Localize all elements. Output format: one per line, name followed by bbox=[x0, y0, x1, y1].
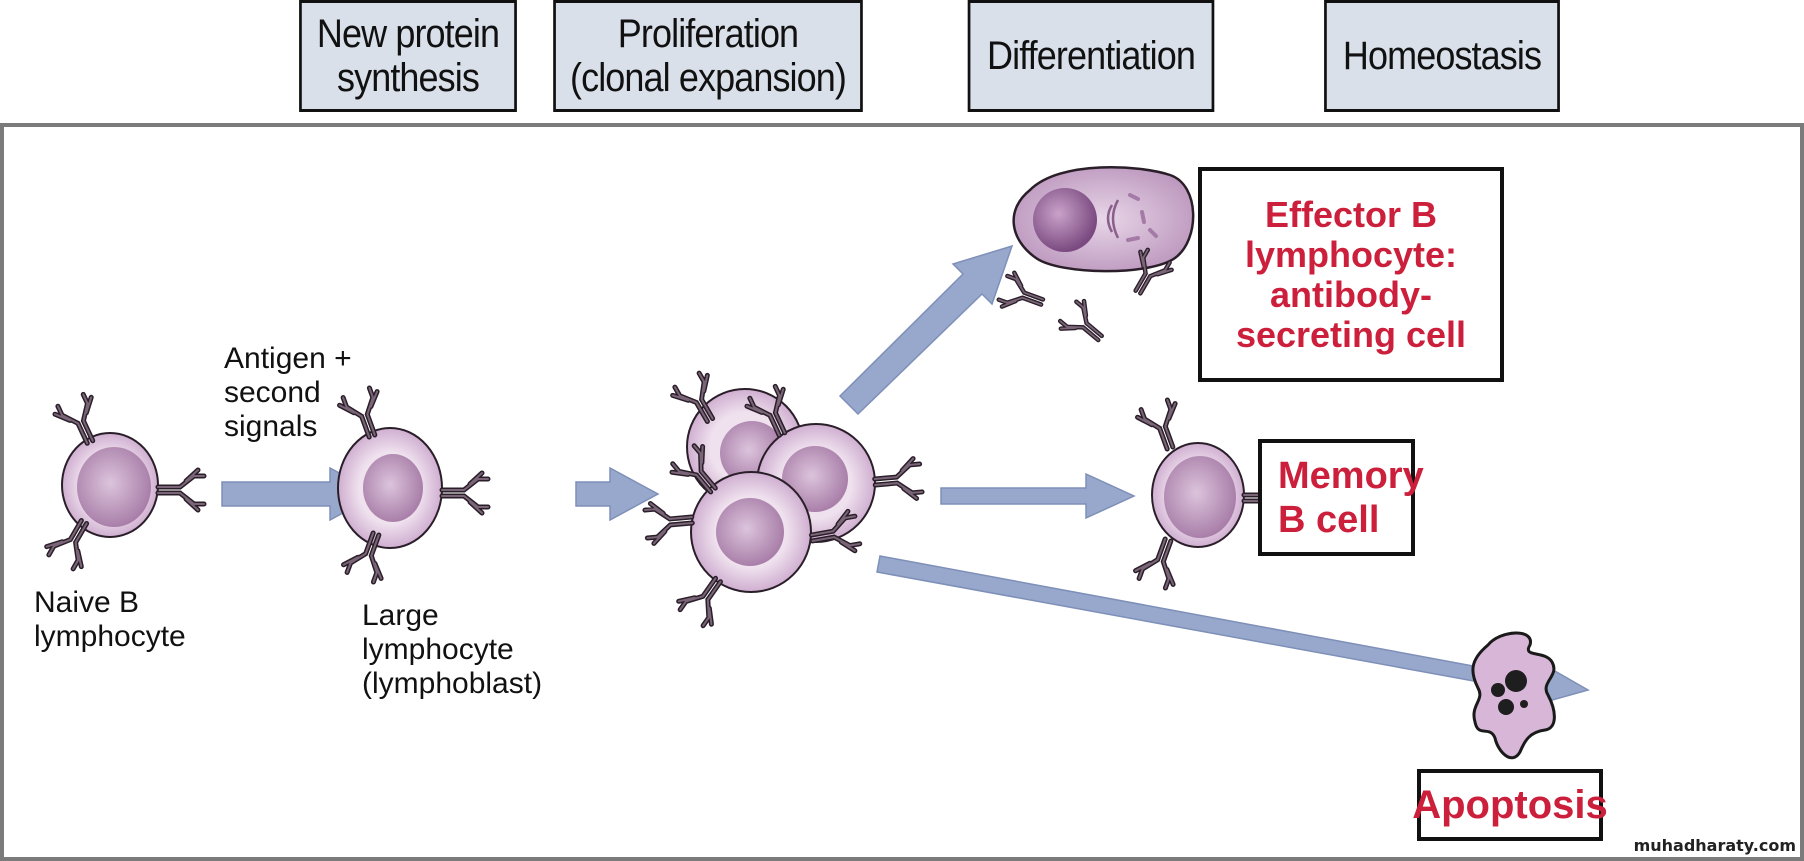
stage-label-line2: (clonal expansion) bbox=[570, 56, 847, 100]
outcome-line: Memory bbox=[1278, 454, 1424, 497]
stage-proliferation: Proliferation (clonal expansion) bbox=[553, 0, 863, 112]
label-antigen-second-signals: Antigen + second signals bbox=[224, 342, 352, 444]
outcome-memory-box: Memory B cell bbox=[1258, 439, 1424, 556]
label-naive-b-lymphocyte: Naive B lymphocyte bbox=[34, 586, 186, 654]
label-large-lymphocyte: Large lymphocyte (lymphoblast) bbox=[362, 599, 542, 701]
proliferating-cells-illustration bbox=[644, 370, 922, 629]
watermark: muhadharaty.com bbox=[1631, 836, 1798, 855]
outcome-line: antibody- bbox=[1270, 273, 1432, 315]
stage-label-line1: New protein bbox=[316, 12, 500, 56]
label-line: Naive B bbox=[34, 586, 140, 619]
outcome-line: Effector B bbox=[1264, 193, 1438, 235]
apoptotic-cell-illustration bbox=[1471, 631, 1556, 760]
stage-label-line2: synthesis bbox=[337, 56, 480, 100]
label-line: (lymphoblast) bbox=[362, 667, 543, 700]
naive-b-cell-illustration bbox=[44, 392, 204, 572]
stage-label-line1: Proliferation bbox=[617, 12, 799, 56]
label-line: lymphocyte bbox=[362, 633, 514, 666]
label-line: signals bbox=[224, 410, 318, 443]
outcome-line: lymphocyte: bbox=[1244, 233, 1458, 275]
arrow-large-to-proliferation bbox=[575, 466, 660, 522]
outcome-line: secreting cell bbox=[1235, 313, 1467, 355]
outcome-line: B cell bbox=[1278, 498, 1380, 541]
memory-b-cell-illustration bbox=[1133, 398, 1290, 590]
outcome-apoptosis-box: Apoptosis bbox=[1412, 769, 1608, 841]
large-lymphocyte-illustration bbox=[337, 386, 488, 584]
outcome-line: Apoptosis bbox=[1412, 782, 1608, 827]
label-line: Antigen + bbox=[224, 342, 352, 375]
effector-plasma-cell-illustration bbox=[997, 166, 1195, 352]
label-line: Large bbox=[362, 599, 439, 632]
label-line: lymphocyte bbox=[34, 620, 186, 653]
outcome-effector-box: Effector B lymphocyte: antibody- secreti… bbox=[1198, 167, 1504, 382]
stage-new-protein-synthesis: New protein synthesis bbox=[299, 0, 517, 112]
stage-label-line1: Differentiation bbox=[987, 34, 1196, 78]
stage-differentiation: Differentiation bbox=[967, 0, 1215, 112]
stage-homeostasis: Homeostasis bbox=[1324, 0, 1560, 112]
arrow-to-effector bbox=[838, 244, 1014, 416]
label-line: second bbox=[224, 376, 321, 409]
arrow-to-memory bbox=[940, 472, 1136, 520]
stage-label-line1: Homeostasis bbox=[1342, 34, 1542, 78]
